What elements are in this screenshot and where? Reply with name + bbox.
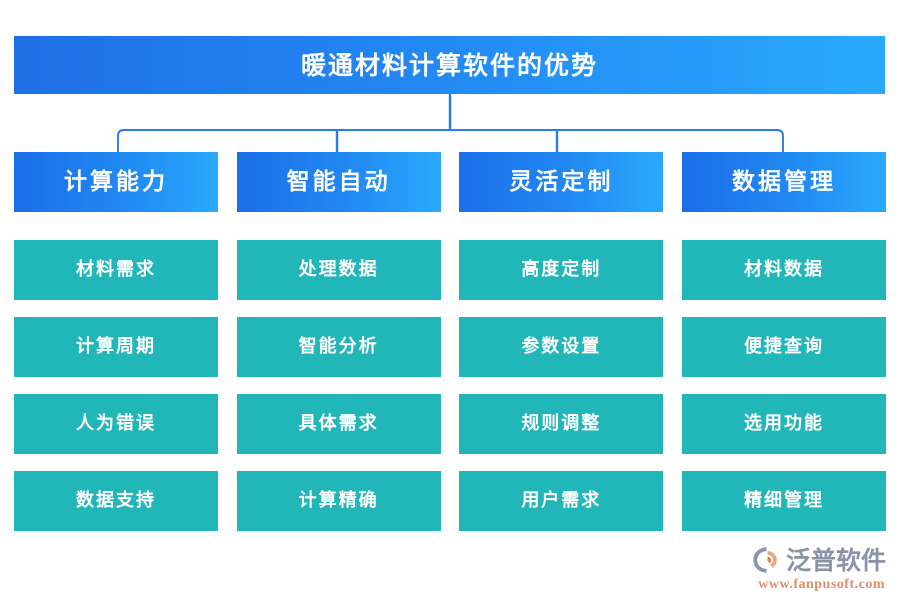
item-box[interactable]: 选用功能 [681,394,886,454]
item-label: 数据支持 [76,490,156,511]
item-box[interactable]: 材料需求 [14,240,218,300]
item-row-1: 材料需求 处理数据 高度定制 材料数据 [14,240,886,300]
item-label: 具体需求 [298,413,379,434]
item-box[interactable]: 用户需求 [459,471,664,531]
category-label: 灵活定制 [509,168,614,195]
item-box[interactable]: 计算周期 [14,317,218,377]
item-box[interactable]: 材料数据 [681,240,886,300]
item-label: 便捷查询 [743,336,824,357]
item-label: 精细管理 [743,490,824,511]
logo-url: www.fanpusoft.com [758,577,885,592]
category-label: 智能自动 [286,168,391,195]
item-box[interactable]: 高度定制 [459,240,664,300]
item-box[interactable]: 精细管理 [681,471,886,531]
item-label: 计算周期 [76,336,156,357]
item-label: 高度定制 [521,259,602,280]
item-label: 智能分析 [298,336,379,357]
item-label: 计算精确 [298,490,379,511]
category-label: 计算能力 [64,168,168,195]
category-label: 数据管理 [731,168,836,195]
category-box-4[interactable]: 数据管理 [681,152,886,212]
item-box[interactable]: 便捷查询 [681,317,886,377]
brand-logo: 泛普软件 www.fanpusoft.com [752,545,886,592]
item-label: 选用功能 [743,413,824,434]
category-box-2[interactable]: 智能自动 [236,152,441,212]
logo-name: 泛普软件 [785,545,886,575]
diagram-title: 暖通材料计算软件的优势 [300,50,598,80]
item-box[interactable]: 参数设置 [459,317,664,377]
item-label: 材料数据 [743,259,824,280]
logo-top-row: 泛普软件 [752,545,886,575]
item-box[interactable]: 处理数据 [236,240,441,300]
item-row-4: 数据支持 计算精确 用户需求 精细管理 [14,471,886,531]
item-grid: 材料需求 处理数据 高度定制 材料数据 计算周期 智能分析 参数设置 [14,240,886,531]
item-row-3: 人为错误 具体需求 规则调整 选用功能 [14,394,886,454]
item-label: 用户需求 [521,490,602,511]
item-box[interactable]: 数据支持 [14,471,218,531]
fanpu-swoosh-icon [753,547,777,573]
connector-bracket [117,94,784,152]
item-label: 材料需求 [76,259,156,280]
category-row: 计算能力 智能自动 灵活定制 数据管理 [14,152,886,212]
category-box-1[interactable]: 计算能力 [14,152,218,212]
item-row-2: 计算周期 智能分析 参数设置 便捷查询 [14,317,886,377]
item-label: 人为错误 [76,413,156,434]
item-box[interactable]: 规则调整 [459,394,664,454]
item-box[interactable]: 具体需求 [236,394,441,454]
diagram-title-banner: 暖通材料计算软件的优势 [14,36,885,94]
item-box[interactable]: 人为错误 [14,394,218,454]
item-box[interactable]: 智能分析 [236,317,441,377]
item-label: 规则调整 [521,413,602,434]
item-label: 参数设置 [521,336,602,357]
item-box[interactable]: 计算精确 [236,471,441,531]
item-label: 处理数据 [298,259,379,280]
category-box-3[interactable]: 灵活定制 [459,152,664,212]
